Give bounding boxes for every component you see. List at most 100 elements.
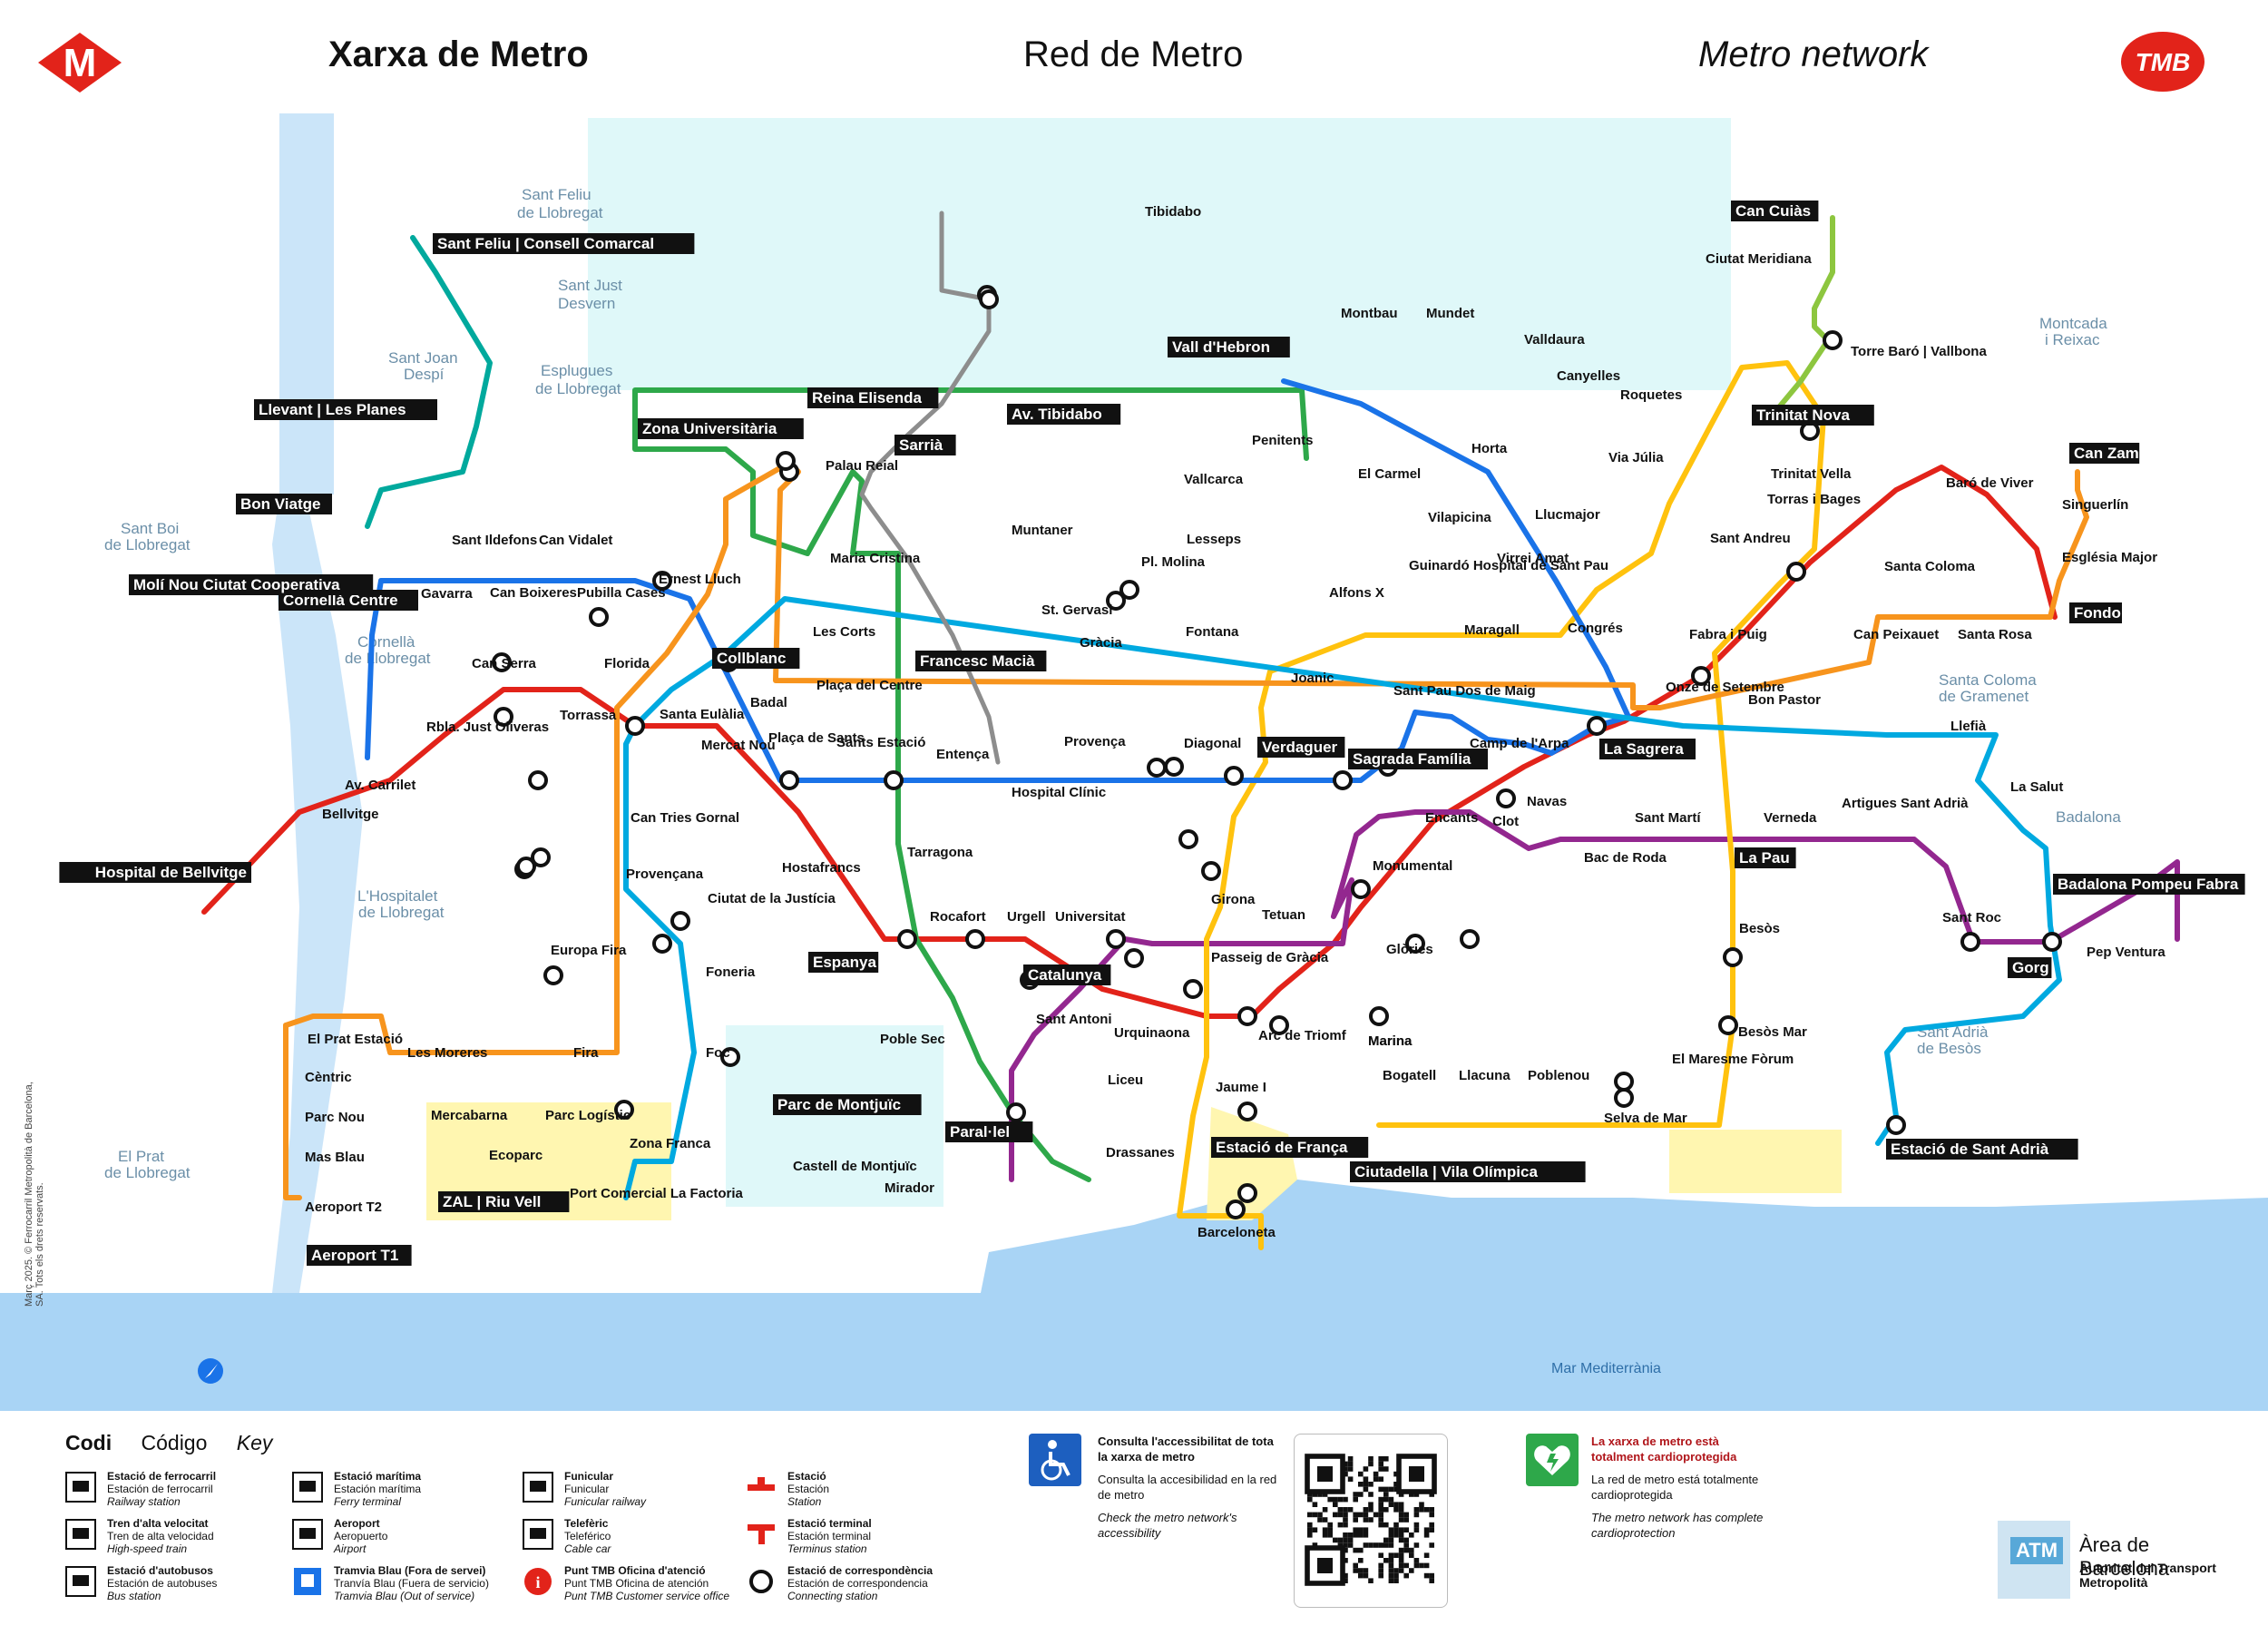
- station-label[interactable]: Ernest Lluch: [659, 572, 741, 587]
- transfer-station-marker[interactable]: [1237, 1183, 1257, 1203]
- station-label[interactable]: Ecoparc: [489, 1148, 543, 1163]
- station-label[interactable]: Mercat Nou: [701, 738, 776, 753]
- station-label[interactable]: Trinitat Vella: [1771, 466, 1852, 482]
- station-label[interactable]: Sant Roc: [1942, 910, 2001, 925]
- transfer-station-marker[interactable]: [2042, 932, 2062, 952]
- transfer-station-marker[interactable]: [1718, 1015, 1738, 1035]
- station-label[interactable]: Bon Viatge: [240, 495, 320, 513]
- station-label[interactable]: Maria Cristina: [830, 551, 921, 566]
- transfer-station-marker[interactable]: [779, 770, 799, 790]
- station-label[interactable]: Sants Estació: [836, 735, 925, 750]
- station-label[interactable]: Can Boixeres: [490, 585, 577, 601]
- station-label[interactable]: Av. Tibidabo: [1012, 406, 1102, 423]
- station-label[interactable]: Mirador: [885, 1180, 934, 1196]
- station-label[interactable]: Collblanc: [717, 650, 787, 667]
- station-label[interactable]: Molí Nou Ciutat Cooperativa: [133, 576, 340, 593]
- station-label[interactable]: Aeroport T2: [305, 1199, 382, 1215]
- station-label[interactable]: Bellvitge: [322, 807, 379, 822]
- station-label[interactable]: Onze de Setembre: [1666, 680, 1784, 695]
- transfer-station-marker[interactable]: [625, 716, 645, 736]
- station-label[interactable]: Liceu: [1108, 1072, 1143, 1088]
- station-label[interactable]: Fondo: [2074, 604, 2121, 622]
- transfer-station-marker[interactable]: [1164, 757, 1184, 777]
- station-label[interactable]: Clot: [1492, 814, 1519, 829]
- transfer-station-marker[interactable]: [589, 607, 609, 627]
- station-label[interactable]: El Maresme Fòrum: [1672, 1052, 1794, 1067]
- transfer-station-marker[interactable]: [1124, 948, 1144, 968]
- station-label[interactable]: Sant Martí: [1635, 810, 1701, 826]
- transfer-station-marker[interactable]: [1691, 666, 1711, 686]
- station-label[interactable]: Gavarra: [421, 586, 473, 602]
- transfer-station-marker[interactable]: [965, 929, 985, 949]
- station-label[interactable]: Europa Fira: [551, 943, 627, 958]
- transfer-station-marker[interactable]: [1106, 929, 1126, 949]
- station-label[interactable]: Lesseps: [1187, 532, 1241, 547]
- station-label[interactable]: Llucmajor: [1535, 507, 1600, 523]
- station-label[interactable]: Zona Franca: [630, 1136, 711, 1151]
- station-label[interactable]: La Pau: [1739, 849, 1790, 867]
- station-label[interactable]: Les Corts: [813, 624, 875, 640]
- station-label[interactable]: Sagrada Família: [1353, 750, 1471, 768]
- transfer-station-marker[interactable]: [531, 847, 551, 867]
- station-label[interactable]: Torrassa: [560, 708, 617, 723]
- station-label[interactable]: Palau Reial: [826, 458, 898, 474]
- station-label[interactable]: Provençana: [626, 867, 704, 882]
- transfer-station-marker[interactable]: [897, 929, 917, 949]
- station-label[interactable]: Parc de Montjuïc: [777, 1096, 901, 1113]
- station-label[interactable]: Bon Pastor: [1748, 692, 1821, 708]
- station-label[interactable]: Sant Andreu: [1710, 531, 1791, 546]
- transfer-station-marker[interactable]: [1226, 1199, 1246, 1219]
- station-label[interactable]: Roquetes: [1620, 387, 1682, 403]
- transfer-station-marker[interactable]: [492, 652, 512, 672]
- station-label[interactable]: Can Tries Gornal: [631, 810, 739, 826]
- station-label[interactable]: Fontana: [1186, 624, 1239, 640]
- station-label[interactable]: Tetuan: [1262, 907, 1305, 923]
- transfer-station-marker[interactable]: [1351, 879, 1371, 899]
- station-label[interactable]: Pep Ventura: [2087, 945, 2165, 960]
- station-label[interactable]: Urgell: [1007, 909, 1046, 925]
- station-label[interactable]: Can Cuiàs: [1735, 202, 1811, 220]
- station-label[interactable]: Entença: [936, 747, 990, 762]
- station-label[interactable]: Sant Pau Dos de Maig: [1393, 683, 1536, 699]
- station-label[interactable]: Vall d'Hebron: [1172, 338, 1270, 356]
- station-label[interactable]: Cèntric: [305, 1070, 352, 1085]
- transfer-station-marker[interactable]: [1119, 580, 1139, 600]
- station-label[interactable]: Espanya: [813, 954, 876, 971]
- station-label[interactable]: Selva de Mar: [1604, 1111, 1687, 1126]
- transfer-station-marker[interactable]: [1269, 1015, 1289, 1035]
- station-label[interactable]: Alfons X: [1329, 585, 1384, 601]
- station-label[interactable]: Hostafrancs: [782, 860, 861, 876]
- station-label[interactable]: Canyelles: [1557, 368, 1620, 384]
- transfer-station-marker[interactable]: [979, 289, 999, 309]
- transfer-station-marker[interactable]: [1886, 1115, 1906, 1135]
- station-label[interactable]: Mundet: [1426, 306, 1474, 321]
- station-label[interactable]: Hospital de Bellvitge: [95, 864, 247, 881]
- station-label[interactable]: Montbau: [1341, 306, 1397, 321]
- station-label[interactable]: Arc de Triomf: [1258, 1028, 1347, 1043]
- transfer-station-marker[interactable]: [1587, 716, 1607, 736]
- transfer-station-marker[interactable]: [1183, 979, 1203, 999]
- transfer-station-marker[interactable]: [1369, 1006, 1389, 1026]
- station-label[interactable]: Paral·lel: [950, 1123, 1010, 1141]
- transfer-station-marker[interactable]: [1006, 1102, 1026, 1122]
- station-label[interactable]: Badal: [750, 695, 787, 710]
- transfer-station-marker[interactable]: [720, 1047, 740, 1067]
- station-label[interactable]: Trinitat Nova: [1756, 406, 1851, 424]
- station-label[interactable]: Verdaguer: [1262, 739, 1338, 756]
- station-label[interactable]: Sant Ildefons: [452, 533, 537, 548]
- station-label[interactable]: Estació de França: [1216, 1139, 1348, 1156]
- transfer-station-marker[interactable]: [1460, 929, 1480, 949]
- station-label[interactable]: Muntaner: [1012, 523, 1073, 538]
- station-label[interactable]: ZAL | Riu Vell: [443, 1193, 541, 1210]
- station-label[interactable]: Santa Coloma: [1884, 559, 1976, 574]
- station-label[interactable]: Vilapicina: [1428, 510, 1491, 525]
- station-label[interactable]: Catalunya: [1028, 966, 1102, 984]
- station-label[interactable]: Torre Baró | Vallbona: [1851, 344, 1987, 359]
- station-label[interactable]: Les Moreres: [407, 1045, 487, 1061]
- station-label[interactable]: Plaça del Centre: [816, 678, 923, 693]
- station-label[interactable]: Sant Antoni: [1036, 1012, 1112, 1027]
- transfer-station-marker[interactable]: [1723, 947, 1743, 967]
- station-label[interactable]: Gorg: [2012, 959, 2049, 976]
- transfer-station-marker[interactable]: [543, 965, 563, 985]
- station-label[interactable]: Mercabarna: [431, 1108, 508, 1123]
